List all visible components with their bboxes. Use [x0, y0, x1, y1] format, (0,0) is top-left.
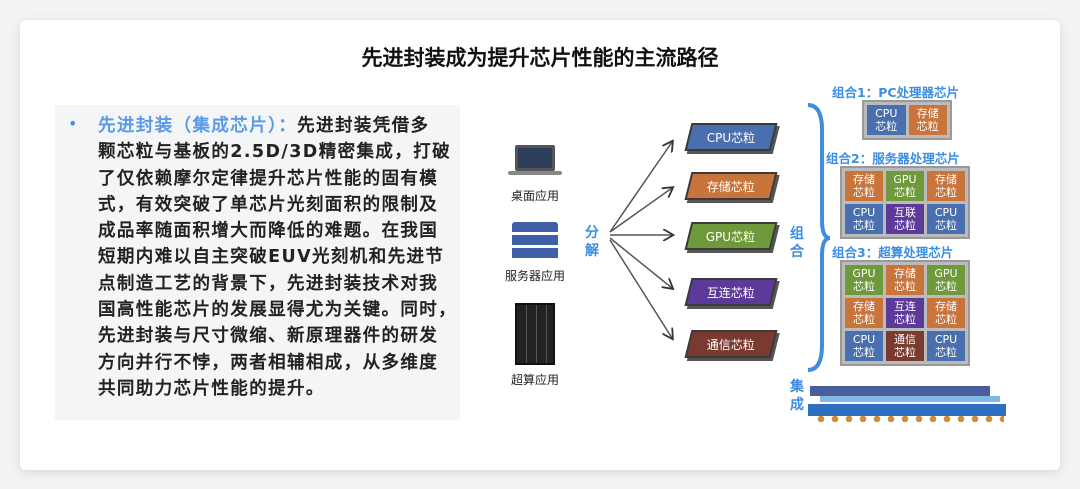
decompose-arrows	[609, 120, 690, 360]
combo-title: 组合2：服务器处理芯片	[826, 151, 960, 166]
supercomputer-icon	[515, 303, 555, 365]
combo-chiplet-label: 芯粒	[894, 313, 916, 326]
package-interposer	[820, 396, 1000, 402]
bullet-dot: •	[68, 114, 78, 133]
combo-chiplet: 存储芯粒	[845, 298, 883, 328]
combo-chiplet-label: CPU	[852, 206, 876, 219]
combo-chiplet: 存储芯粒	[845, 171, 883, 201]
text-panel	[55, 105, 460, 420]
desktop-icon	[515, 145, 555, 171]
chiplet-label: 存储芯粒	[706, 180, 755, 194]
chiplet: CPU芯粒	[684, 123, 778, 151]
combo-chiplet-label: GPU	[893, 173, 917, 186]
combo-chiplet: 存储芯粒	[886, 265, 924, 295]
app-label-supercomputer: 超算应用	[510, 373, 559, 387]
combo-chiplet-label: 存储	[935, 173, 957, 186]
paragraph-line: 方向并行不悖，两者相辅相成，从多维度	[98, 352, 439, 373]
combo-chiplet: 互联芯粒	[886, 204, 924, 234]
combo-chiplet-label: 芯粒	[935, 280, 957, 293]
paragraph-line: 先进封装凭借多	[297, 116, 430, 136]
combo-chiplet-label: 芯粒	[916, 120, 939, 133]
chiplet: GPU芯粒	[684, 222, 778, 250]
paragraph-line: 式，有效突破了单芯片光刻面积的限制及	[98, 194, 439, 215]
app-label-server: 服务器应用	[504, 269, 565, 283]
combo-title: 组合1：PC处理器芯片	[832, 85, 960, 100]
combine-brace	[807, 103, 830, 372]
paragraph-line: 短期内难以自主突破EUV光刻机和先进节	[98, 247, 445, 268]
combo-chiplet-label: CPU	[852, 333, 876, 346]
combo-chiplet-label: CPU	[875, 107, 898, 120]
combo-chiplet-label: 芯粒	[894, 186, 916, 199]
paragraph-line: 了仅依赖摩尔定律提升芯片性能的固有模	[98, 168, 439, 189]
combo-chiplet-label: 芯粒	[894, 346, 916, 359]
combo-chiplet-label: 芯粒	[853, 346, 875, 359]
package-substrate	[810, 386, 990, 396]
package-base	[808, 404, 1006, 416]
combo-chiplet-label: 芯粒	[935, 346, 957, 359]
app-label-desktop: 桌面应用	[510, 189, 559, 203]
combo-chiplet: 互连芯粒	[886, 298, 924, 328]
combo-chiplet-label: 存储	[894, 267, 916, 280]
solder-balls	[814, 416, 1004, 422]
combo-chiplet-label: 芯粒	[853, 219, 875, 232]
paragraph-line: 国高性能芯片的发展显得尤为关键。同时，	[98, 300, 458, 321]
chiplet: 通信芯粒	[684, 330, 778, 358]
decompose-label: 分解	[585, 225, 599, 259]
chiplet-label: 通信芯粒	[706, 338, 755, 352]
chiplet-label: 互连芯粒	[706, 286, 755, 300]
combo-chiplet: 存储芯粒	[927, 298, 965, 328]
desktop-icon-base	[508, 171, 562, 175]
integrate-label: 集成	[790, 379, 804, 413]
chiplet-label: CPU芯粒	[706, 131, 755, 145]
paragraph-line: 先进封装与尺寸微缩、新原理器件的研发	[98, 326, 439, 347]
combo-chiplet-label: 芯粒	[853, 186, 875, 199]
combo-chiplet-label: GPU	[934, 267, 958, 280]
combo-chiplet-label: 互联	[894, 206, 916, 219]
combo-chiplet-label: 存储	[935, 300, 957, 313]
combo-chiplet: 通信芯粒	[886, 331, 924, 361]
combo-chiplet-label: CPU	[934, 206, 958, 219]
combo-chiplet-label: 通信	[894, 333, 916, 346]
combo-chiplet-label: 芯粒	[853, 280, 875, 293]
page-title: 先进封装成为提升芯片性能的主流路径	[361, 46, 719, 70]
combo-chiplet-label: 芯粒	[853, 313, 875, 326]
combo-chiplet-label: GPU	[852, 267, 876, 280]
combo-chiplet-label: 芯粒	[935, 186, 957, 199]
combo-title: 组合3：超算处理芯片	[832, 245, 954, 260]
combo-chiplet-label: 芯粒	[935, 219, 957, 232]
combo-chiplet-label: 芯粒	[935, 313, 957, 326]
combo-chiplet-label: 芯粒	[894, 280, 916, 293]
paragraph-line: 成品率随面积增大而降低的难题。在我国	[98, 221, 439, 242]
combo-chiplet-label: 存储	[853, 300, 875, 313]
combo-chiplet-label: 芯粒	[875, 120, 898, 133]
description-paragraph: 先进封装（集成芯片）：先进封装凭借多颗芯粒与基板的2.5D/3D精密集成，打破了…	[98, 113, 457, 402]
combo-chiplet: 存储芯粒	[927, 171, 965, 201]
combo-chiplet-label: 互连	[894, 300, 916, 313]
chiplet: 互连芯粒	[684, 278, 778, 306]
server-icon	[512, 222, 558, 260]
highlight-heading: 先进封装（集成芯片）：	[98, 116, 298, 136]
combo-chiplet-label: 存储	[853, 173, 875, 186]
combo-chiplet-label: 存储	[916, 107, 939, 120]
combine-label: 组合	[790, 226, 804, 260]
paragraph-line: 共同助力芯片性能的提升。	[98, 378, 325, 399]
paragraph-line: 颗芯粒与基板的2.5D/3D精密集成，打破	[98, 142, 452, 163]
combo-chiplet-label: 芯粒	[894, 219, 916, 232]
combo-chiplet-label: CPU	[934, 333, 958, 346]
paragraph-line: 点制造工艺的背景下，先进封装技术对我	[98, 273, 439, 294]
chiplet: 存储芯粒	[684, 172, 778, 200]
combo-chiplet: 存储芯粒	[908, 105, 947, 135]
chiplet-label: GPU芯粒	[706, 230, 756, 244]
